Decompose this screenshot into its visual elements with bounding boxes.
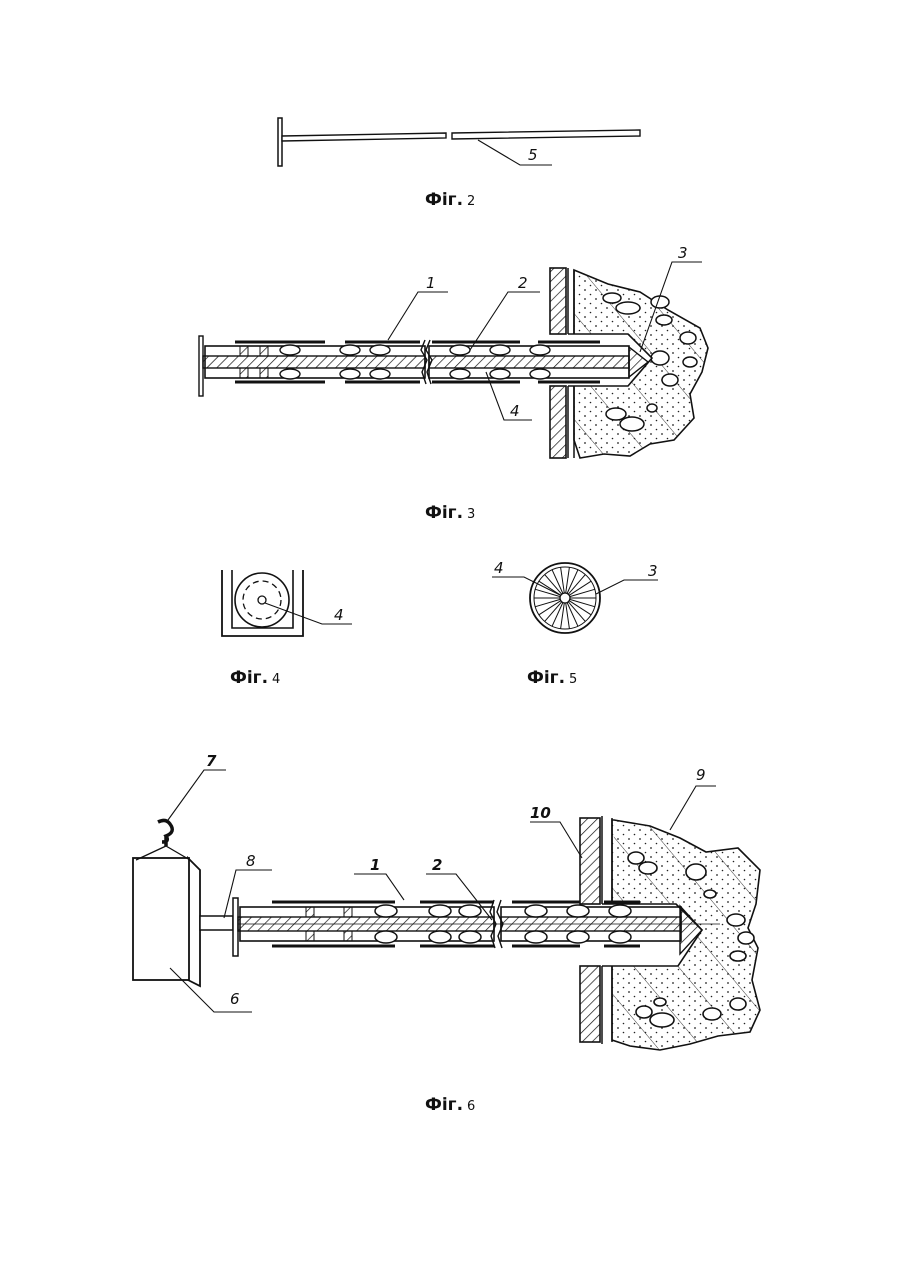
fig3-leader-1 bbox=[388, 292, 448, 340]
fig3-ref-3: 3 bbox=[678, 244, 688, 262]
fig4-ref-4: 4 bbox=[334, 606, 344, 624]
fig2-caption: Фіг.2 bbox=[425, 190, 475, 210]
fig3-wall-upper bbox=[550, 268, 566, 334]
fig2-rod-head bbox=[278, 118, 282, 166]
fig2-rod-right bbox=[452, 130, 640, 139]
fig6-jack-piston bbox=[200, 916, 233, 930]
fig6-leader-1 bbox=[354, 874, 404, 900]
fig6-leader-9 bbox=[670, 786, 716, 830]
fig3-ref-4: 4 bbox=[510, 402, 520, 420]
figure-6: 7 8 1 2 10 9 6 Фіг.6 bbox=[133, 752, 760, 1115]
fig3-ref-2: 2 bbox=[518, 274, 528, 292]
fig6-jack-box bbox=[133, 858, 189, 980]
fig5-hub bbox=[560, 593, 570, 603]
fig5-leader-3 bbox=[596, 580, 658, 594]
fig2-leader-5 bbox=[478, 140, 552, 165]
fig5-ref-3: 3 bbox=[648, 562, 658, 580]
figure-3: 1 2 3 4 Фіг.3 bbox=[199, 244, 708, 523]
fig3-wall-lower bbox=[550, 386, 566, 458]
fig6-ref-10: 10 bbox=[530, 804, 551, 822]
fig6-wall-upper bbox=[580, 818, 600, 904]
fig5-ref-4: 4 bbox=[494, 559, 504, 577]
fig2-rod-left bbox=[282, 133, 446, 141]
figure-2: 5 Фіг.2 bbox=[278, 118, 640, 210]
fig6-leader-10 bbox=[530, 822, 582, 858]
fig3-ref-1: 1 bbox=[426, 274, 436, 292]
fig3-rod-left bbox=[203, 356, 425, 368]
fig6-wall-lower bbox=[580, 966, 600, 1042]
fig5-caption: Фіг.5 bbox=[527, 668, 577, 688]
fig6-ref-9: 9 bbox=[696, 766, 706, 784]
fig2-ref-5: 5 bbox=[528, 146, 538, 164]
fig3-caption: Фіг.3 bbox=[425, 503, 475, 523]
figure-5: 4 3 Фіг.5 bbox=[492, 559, 658, 688]
fig6-ref-8: 8 bbox=[246, 852, 256, 870]
fig6-ref-2: 2 bbox=[432, 856, 442, 874]
fig6-ref-7: 7 bbox=[206, 752, 217, 770]
fig4-caption: Фіг.4 bbox=[230, 668, 280, 688]
figure-4: 4 Фіг.4 bbox=[222, 570, 352, 688]
fig4-axle bbox=[258, 596, 266, 604]
fig6-leader-7 bbox=[168, 770, 226, 820]
fig6-t-head bbox=[233, 898, 238, 956]
fig6-ref-1: 1 bbox=[370, 856, 380, 874]
fig6-hook-icon bbox=[158, 820, 172, 846]
fig6-leader-8 bbox=[224, 870, 272, 918]
fig3-leader-4 bbox=[486, 372, 532, 420]
fig6-caption: Фіг.6 bbox=[425, 1095, 475, 1115]
fig6-ref-6: 6 bbox=[230, 990, 240, 1008]
fig3-rod-right bbox=[429, 356, 629, 368]
